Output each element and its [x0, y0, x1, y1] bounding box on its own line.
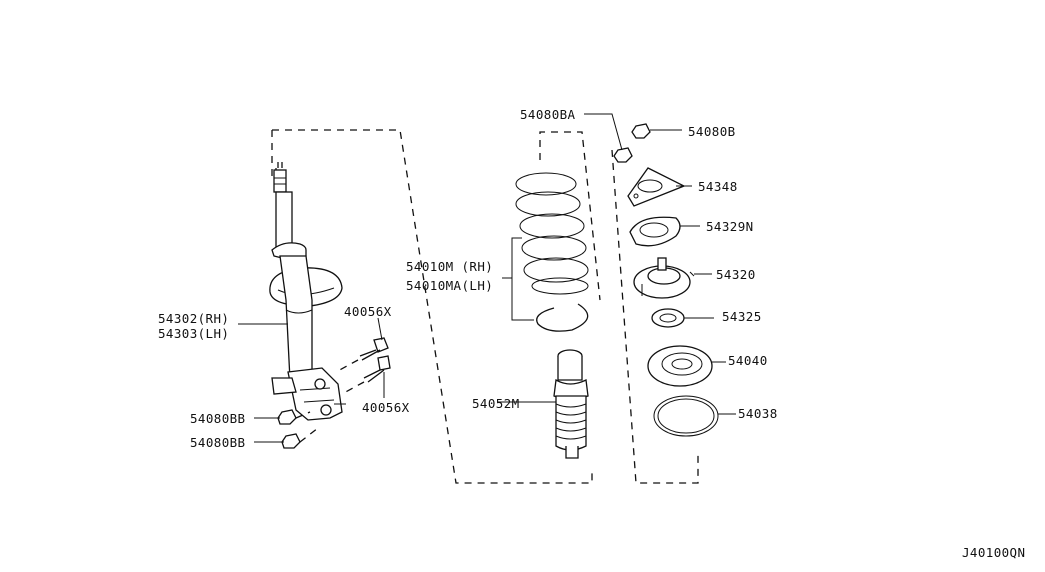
- part-labels: 54080BA 54080B 54348 54329N 54320 54325 …: [158, 107, 1025, 560]
- bump-stop-boot: [553, 349, 589, 459]
- label-54303: 54303(LH): [158, 326, 229, 341]
- strut-assembly: [269, 162, 346, 421]
- label-54320: 54320: [716, 267, 756, 282]
- bolt-40056x-top: [335, 337, 389, 373]
- coil-spring: [502, 172, 589, 332]
- insulator-54329n: [629, 216, 681, 247]
- label-54010m: 54010M (RH): [406, 259, 493, 274]
- mount-plate-54348: [627, 167, 686, 207]
- leader-lines: [238, 113, 736, 443]
- nut-54080bb-bottom: [281, 427, 319, 449]
- bolt-40056x-bottom: [341, 355, 391, 395]
- label-54010ma: 54010MA(LH): [406, 278, 493, 293]
- nut-54080ba: [613, 147, 633, 163]
- bearing-54325: [651, 308, 685, 328]
- label-54080b: 54080B: [688, 124, 736, 139]
- label-40056x-bottom: 40056X: [362, 400, 410, 415]
- nut-54080b: [631, 123, 651, 139]
- label-54329n: 54329N: [706, 219, 754, 234]
- label-54302: 54302(RH): [158, 311, 229, 326]
- label-54080ba: 54080BA: [520, 107, 576, 122]
- dashed-group-outlines: [271, 129, 699, 484]
- strut-mount-54320: [633, 257, 695, 299]
- upper-seat-54040: [647, 345, 713, 387]
- label-54080bb-bottom: 54080BB: [190, 435, 245, 450]
- label-40056x-top: 40056X: [344, 304, 392, 319]
- label-54325: 54325: [722, 309, 762, 324]
- label-54348: 54348: [698, 179, 738, 194]
- ring-54038: [653, 395, 719, 437]
- label-54040: 54040: [728, 353, 768, 368]
- label-54038: 54038: [738, 406, 778, 421]
- diagram-code: J40100QN: [962, 545, 1025, 560]
- label-54080bb-top: 54080BB: [190, 411, 245, 426]
- label-54052m: 54052M: [472, 396, 520, 411]
